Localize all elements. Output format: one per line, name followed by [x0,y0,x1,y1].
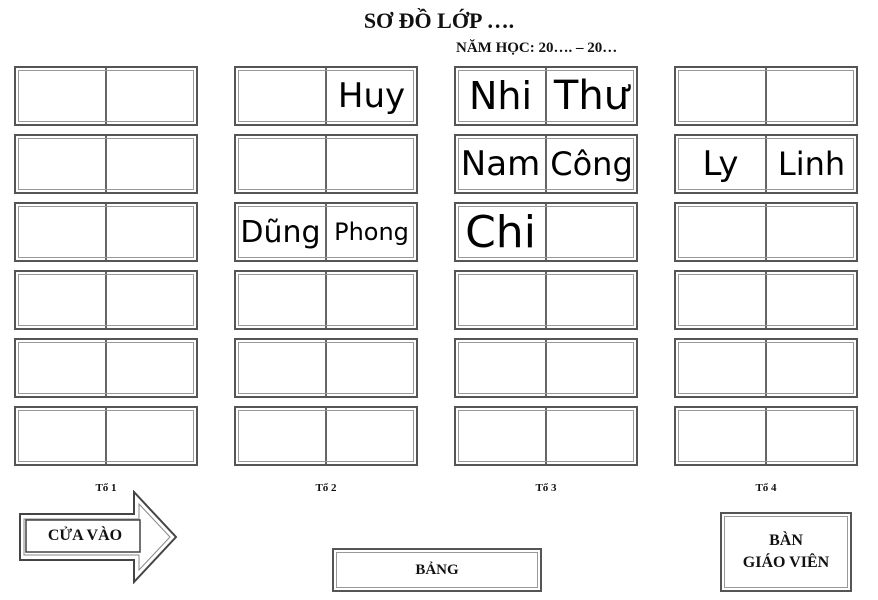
seat [456,272,545,328]
seat [236,340,325,396]
seat [16,408,105,464]
desk [14,406,198,466]
seat [765,68,856,124]
desk [674,202,858,262]
seat [236,272,325,328]
desk [454,338,638,398]
seat: Linh [765,136,856,192]
seat: Chi [465,206,536,258]
desk [674,66,858,126]
seat [325,136,416,192]
group-label: Tổ 1 [95,482,117,494]
desk [674,406,858,466]
desk [14,134,198,194]
teacher-desk-line-1: BÀN [769,532,803,549]
desk [674,270,858,330]
teacher-desk-line-2: GIÁO VIÊN [742,554,830,571]
seat: Huy [325,68,416,124]
page-title: SƠ ĐỒ LỚP …. [363,8,515,33]
blackboard: BẢNG [332,548,542,592]
seat [105,408,196,464]
seat [765,408,856,464]
group-label: Tổ 2 [315,482,337,494]
entrance: CỬA VÀO [16,490,182,584]
desk [234,406,418,466]
seat [765,204,856,260]
seat [325,408,416,464]
seat [325,272,416,328]
arrow-right-icon [19,490,178,584]
seat [765,272,856,328]
seat: Dũng [240,214,321,250]
seat [236,136,325,192]
seat [105,204,196,260]
seat [236,408,325,464]
desk [454,270,638,330]
seat: Nhi [468,74,533,118]
seat [105,68,196,124]
desk: Chi [454,202,638,262]
desk: Ly Linh [674,134,858,194]
seat [456,340,545,396]
seat: Công [545,136,636,192]
desk: Nhi Thư [454,66,638,126]
seat [325,340,416,396]
group-label: Tổ 3 [535,482,557,494]
teacher-desk: BÀN GIÁO VIÊN [720,512,852,592]
group-label: Tổ 4 [755,482,777,494]
seat [676,68,765,124]
seat [16,340,105,396]
seat [676,272,765,328]
seat [105,272,196,328]
seat [676,340,765,396]
seat: Nam [460,144,541,184]
seat [16,136,105,192]
desk-group-1 [14,66,198,474]
seat [16,204,105,260]
entrance-label: CỬA VÀO [47,527,123,544]
seat [765,340,856,396]
seat: Ly [702,144,739,184]
seat [545,408,636,464]
desk [454,406,638,466]
seat [16,68,105,124]
seat: Thư [545,68,636,124]
desk [14,338,198,398]
seat [105,340,196,396]
seat [456,408,545,464]
seat [676,408,765,464]
desk [234,338,418,398]
seat [545,204,636,260]
seat: Phong [325,204,416,260]
school-year: NĂM HỌC: 20…. – 20… [456,40,618,56]
desk [234,270,418,330]
desk-group-4: Ly Linh [674,66,858,474]
desk [14,66,198,126]
desk [674,338,858,398]
seat [236,68,325,124]
seat [545,272,636,328]
desk [14,270,198,330]
seat [105,136,196,192]
seat [16,272,105,328]
seat [545,340,636,396]
desk [234,134,418,194]
seat [676,204,765,260]
desk [14,202,198,262]
desk: Huy [234,66,418,126]
